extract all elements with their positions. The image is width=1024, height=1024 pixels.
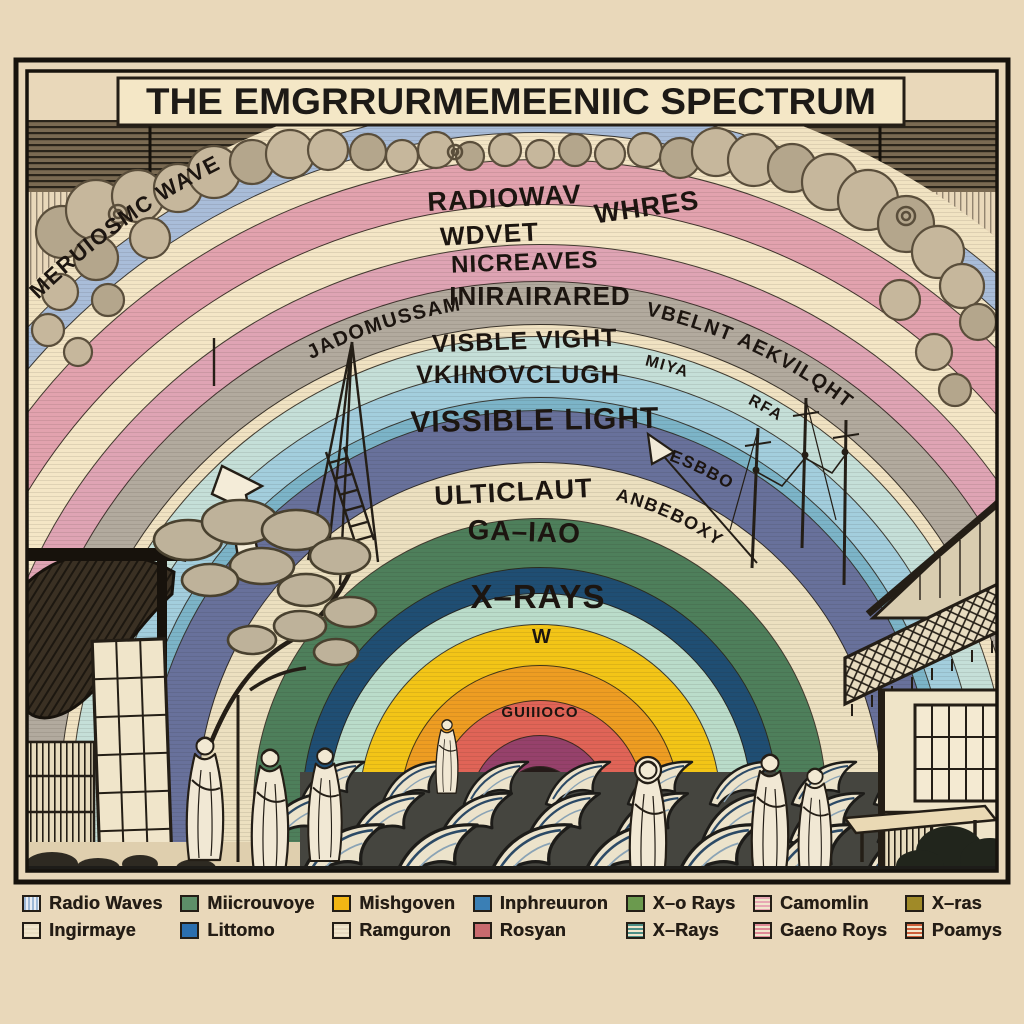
cloud-puff: [384, 138, 420, 174]
legend-label: Rosyan: [499, 920, 566, 940]
legend-item: Miicrouvoye: [180, 893, 314, 914]
legend-label: Camomlin: [779, 893, 869, 913]
legend-swatch: [752, 922, 772, 939]
legend-swatch: [625, 922, 645, 939]
legend-swatch: [180, 922, 200, 939]
cloud-curls: [107, 143, 917, 227]
right-house: [842, 499, 996, 872]
ground-line: [28, 866, 996, 872]
legend-item: Inphreuuron: [472, 893, 608, 914]
legend-swatch: [752, 895, 772, 912]
legend-label: X–ras: [931, 893, 982, 913]
legend-item: Mishgoven: [332, 893, 455, 914]
cloud-puff: [910, 224, 966, 280]
legend-label: Miicrouvoye: [207, 893, 315, 913]
legend-label: Ramguron: [359, 920, 451, 940]
legend-swatch: [904, 922, 924, 939]
legend-label: Radio Waves: [49, 893, 163, 913]
band-label-guiiioco: GUIIIOCO: [501, 704, 578, 721]
legend-label: Littomo: [207, 920, 275, 940]
legend-item: Gaeno Roys: [752, 920, 888, 941]
antenna-masts: [729, 397, 860, 586]
legend-item: Ramguron: [332, 920, 455, 941]
band-label-nicreaves: NICREAVES: [451, 246, 599, 278]
legend-label: Gaeno Roys: [779, 920, 888, 940]
cloud-puff: [306, 128, 350, 172]
legend-item: Radio Waves: [22, 893, 163, 914]
legend-label: Mishgoven: [359, 893, 456, 913]
band-label-vissible-light: VISSIBLE LIGHT: [410, 402, 660, 439]
legend-swatch: [332, 895, 352, 912]
title-banner: THE EMGRRURMEMEENIIC SPECTRUM: [116, 76, 906, 127]
cloud-puff: [914, 332, 954, 372]
ring-texture: [28, 77, 996, 872]
band-label-ga-iao: GA–IAO: [467, 514, 581, 549]
legend-item: Poamys: [904, 920, 1002, 941]
legend-item: Ingirmaye: [22, 920, 163, 941]
cloud-puff: [938, 262, 986, 310]
band-label-x-rays: X–RAYS: [470, 578, 605, 615]
cloud-puff: [62, 336, 94, 368]
cloud-puff: [487, 132, 523, 168]
band-label-wdvet: WDVET: [439, 216, 539, 251]
legend-label: X–o Rays: [652, 893, 736, 913]
legend-item: X–ras: [904, 893, 1002, 914]
legend-item: Camomlin: [752, 893, 887, 914]
cloud-puff: [937, 372, 973, 408]
legend-label: X–Rays: [652, 920, 719, 940]
cloud-puff: [90, 282, 126, 318]
cloud-puff: [557, 132, 593, 168]
legend-label: Poamys: [931, 920, 1002, 940]
legend-swatch: [904, 895, 924, 912]
band-label-visble-vight: VISBLE VIGHT: [431, 324, 618, 358]
cloud-puff: [128, 216, 172, 260]
cloud-puff: [593, 137, 627, 171]
cloud-puff: [524, 138, 556, 170]
outer-frame: [13, 57, 1011, 885]
cloud-puff: [72, 234, 120, 282]
legend-swatch: [332, 922, 352, 939]
left-hut: [28, 548, 187, 872]
legend-label: Inphreuuron: [499, 893, 608, 913]
legend-swatch: [22, 895, 41, 912]
legend-item: X–o Rays: [625, 893, 736, 914]
legend-swatch: [472, 895, 492, 912]
pine-tree: [152, 498, 378, 746]
cloud-puff: [30, 312, 66, 348]
inner-frame: [25, 69, 999, 873]
page-title: THE EMGRRURMEMEENIIC SPECTRUM: [146, 81, 876, 122]
cloud-puff: [626, 131, 664, 169]
cloud-puff: [878, 278, 922, 322]
cloud-puff: [40, 272, 80, 312]
legend-item: Littomo: [180, 920, 314, 941]
cloud-puff: [264, 128, 316, 180]
legend-swatch: [472, 922, 492, 939]
legend-swatch: [22, 922, 41, 939]
cloud-puff: [958, 302, 996, 342]
clouds: [30, 126, 996, 408]
band-label-w: W: [532, 626, 552, 648]
waves: [260, 760, 954, 872]
band-label-inirairared: INIRAIRARED: [449, 281, 630, 311]
legend-swatch: [625, 895, 645, 912]
legend-item: Rosyan: [472, 920, 608, 941]
legend-item: X–Rays: [625, 920, 736, 941]
figures: [185, 695, 833, 872]
cloud-puff: [348, 132, 388, 172]
legend-swatch: [180, 895, 200, 912]
band-label-vkiinovclugh: VKIINOVCLUGH: [416, 361, 620, 389]
up-right-arrow: [646, 431, 758, 564]
legend-label: Ingirmaye: [49, 920, 136, 940]
